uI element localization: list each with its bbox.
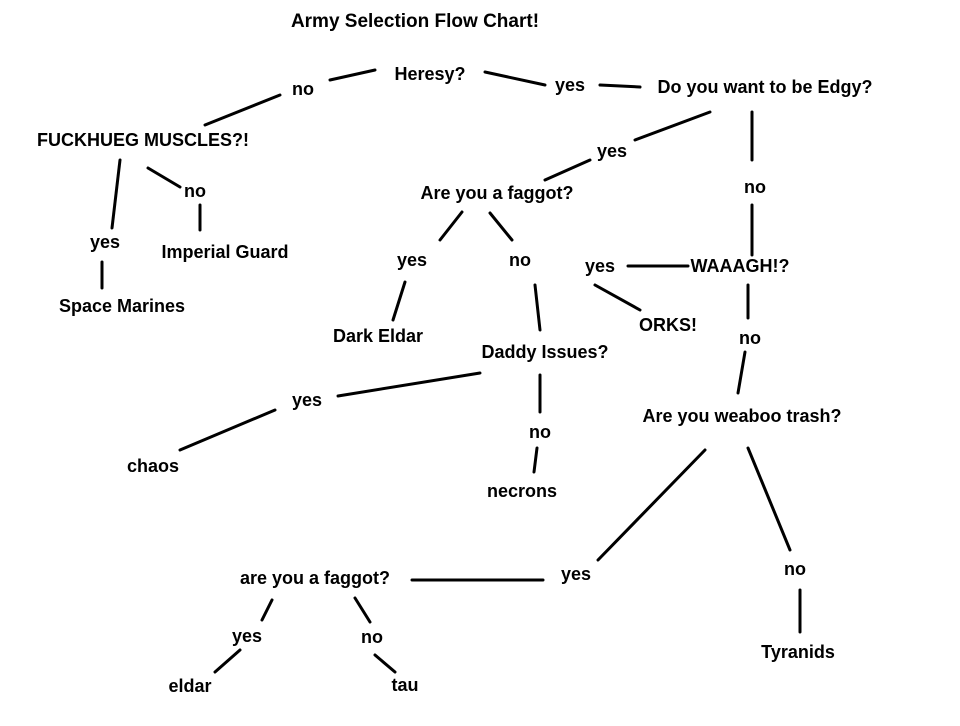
node-tyranids: Tyranids: [761, 642, 835, 662]
node-faggot: Are you a faggot?: [420, 183, 573, 203]
label-yes: yes: [232, 626, 262, 646]
node-eldar: eldar: [168, 676, 211, 696]
connector-line: [593, 283, 642, 312]
label-no: no: [292, 79, 314, 99]
connector-line: [736, 350, 747, 395]
node-heresy: Heresy?: [394, 64, 465, 84]
connector-line: [391, 280, 407, 322]
node-weaboo: Are you weaboo trash?: [642, 406, 841, 426]
connector-line: [328, 68, 377, 82]
connector-line: [532, 446, 539, 474]
connector-line: [213, 648, 242, 674]
node-faggot-2: are you a faggot?: [240, 568, 390, 588]
connector-line: [353, 596, 372, 624]
node-tau: tau: [392, 675, 419, 695]
connector-line: [178, 408, 277, 452]
connector-line: [336, 371, 482, 398]
connector-line: [438, 210, 464, 242]
node-space-marines: Space Marines: [59, 296, 185, 316]
label-no: no: [509, 250, 531, 270]
node-chaos: chaos: [127, 456, 179, 476]
connector-line: [533, 283, 542, 332]
connector-line: [203, 93, 282, 127]
connector-line: [633, 110, 712, 142]
label-yes: yes: [561, 564, 591, 584]
label-yes: yes: [397, 250, 427, 270]
label-no: no: [744, 177, 766, 197]
connector-line: [488, 211, 514, 242]
connector-line: [373, 653, 397, 674]
label-no: no: [184, 181, 206, 201]
node-waaagh: WAAAGH!?: [691, 256, 790, 276]
label-yes: yes: [585, 256, 615, 276]
connector-lines: [100, 68, 802, 674]
node-edgy: Do you want to be Edgy?: [658, 77, 873, 97]
label-yes: yes: [292, 390, 322, 410]
connector-line: [543, 158, 592, 182]
label-yes: yes: [597, 141, 627, 161]
connector-line: [146, 166, 182, 189]
label-no: no: [739, 328, 761, 348]
node-orks: ORKS!: [639, 315, 697, 335]
connector-line: [746, 446, 792, 552]
label-no: no: [529, 422, 551, 442]
node-imperial-guard: Imperial Guard: [161, 242, 288, 262]
connector-line: [110, 158, 122, 230]
node-muscles: FUCKHUEG MUSCLES?!: [37, 130, 249, 150]
connector-line: [483, 70, 547, 87]
label-yes: yes: [90, 232, 120, 252]
chart-title: Army Selection Flow Chart!: [291, 11, 539, 32]
connector-line: [596, 448, 707, 562]
node-necrons: necrons: [487, 481, 557, 501]
label-no: no: [361, 627, 383, 647]
node-dark-eldar: Dark Eldar: [333, 326, 423, 346]
label-yes: yes: [555, 75, 585, 95]
connector-line: [260, 598, 274, 622]
label-no: no: [784, 559, 806, 579]
connector-line: [598, 83, 642, 89]
node-daddy-issues: Daddy Issues?: [481, 342, 608, 362]
